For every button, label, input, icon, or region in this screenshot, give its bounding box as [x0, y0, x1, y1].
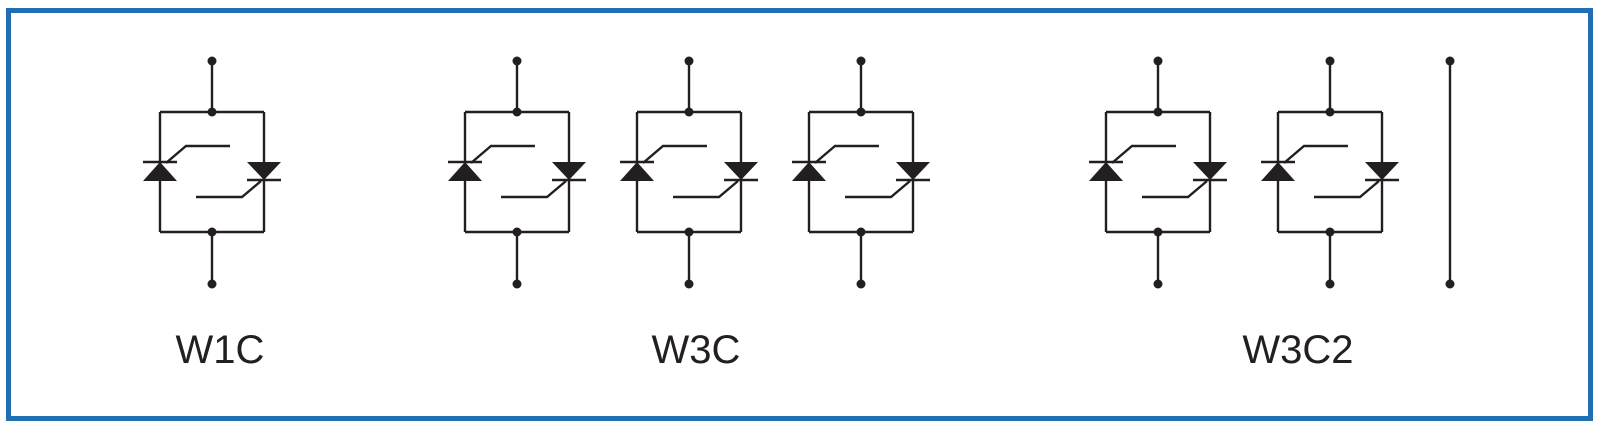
top-terminal-dot	[1153, 56, 1163, 66]
left-gate-lead	[1283, 144, 1348, 164]
circuit-symbols	[143, 56, 1455, 289]
thyristor-pair-0-0	[143, 56, 281, 289]
left-gate-lead	[470, 144, 535, 164]
left-thyristor-triangle	[620, 162, 654, 181]
right-gate-lead	[1314, 180, 1380, 199]
left-thyristor-triangle	[792, 162, 826, 181]
top-terminal-dot	[207, 56, 217, 66]
bottom-terminal-dot	[1153, 279, 1163, 289]
thyristor-pair-2-0	[1089, 56, 1227, 289]
top-terminal-dot	[512, 56, 522, 66]
bottom-terminal-dot	[1325, 279, 1335, 289]
bottom-terminal-dot	[207, 279, 217, 289]
group-label-w3c2: W3C2	[1242, 328, 1353, 372]
thyristor-pair-1-1	[620, 56, 758, 289]
right-gate-lead	[1142, 180, 1208, 199]
left-gate-lead	[642, 144, 707, 164]
bottom-terminal-dot	[856, 279, 866, 289]
right-gate-lead	[845, 180, 911, 199]
thyristor-pair-1-0	[448, 56, 586, 289]
diagram-frame	[6, 8, 1593, 421]
neutral-top-dot	[1445, 56, 1455, 66]
right-thyristor-triangle	[552, 162, 586, 180]
top-terminal-dot	[1325, 56, 1335, 66]
right-thyristor-triangle	[247, 162, 281, 180]
thyristor-pair-1-2	[792, 56, 930, 289]
group-label-w1c: W1C	[176, 328, 265, 372]
right-thyristor-triangle	[724, 162, 758, 180]
top-terminal-dot	[684, 56, 694, 66]
group-label-w3c: W3C	[652, 328, 741, 372]
left-thyristor-triangle	[1089, 162, 1123, 181]
bottom-terminal-dot	[684, 279, 694, 289]
right-gate-lead	[501, 180, 567, 199]
thyristor-pair-2-1	[1261, 56, 1399, 289]
right-gate-lead	[673, 180, 739, 199]
left-thyristor-triangle	[143, 162, 177, 181]
neutral-bottom-dot	[1445, 279, 1455, 289]
top-terminal-dot	[856, 56, 866, 66]
bottom-terminal-dot	[512, 279, 522, 289]
left-thyristor-triangle	[448, 162, 482, 181]
left-gate-lead	[1111, 144, 1176, 164]
left-thyristor-triangle	[1261, 162, 1295, 181]
left-gate-lead	[814, 144, 879, 164]
right-thyristor-triangle	[1365, 162, 1399, 180]
right-thyristor-triangle	[1193, 162, 1227, 180]
neutral-wire	[1445, 56, 1455, 289]
right-gate-lead	[196, 180, 262, 199]
left-gate-lead	[165, 144, 230, 164]
right-thyristor-triangle	[896, 162, 930, 180]
